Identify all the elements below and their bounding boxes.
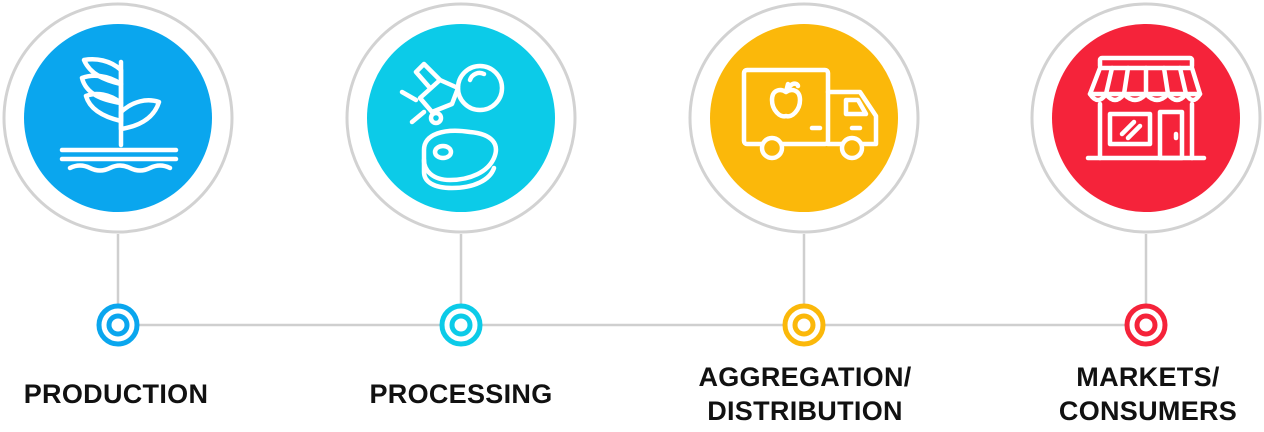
label-processing: PROCESSING (311, 377, 611, 411)
label-line: CONSUMERS (1058, 396, 1238, 426)
stage-aggregation-distribution (688, 2, 920, 234)
label-production: PRODUCTION (0, 377, 266, 411)
delivery-truck-with-apple-icon (741, 67, 879, 161)
label-line: PROCESSING (369, 379, 553, 409)
label-line: PRODUCTION (23, 379, 209, 409)
icon-circle (1052, 24, 1240, 212)
timeline-node-processing (439, 303, 483, 347)
icon-circle (710, 24, 898, 212)
label-markets-consumers: MARKETS/ CONSUMERS (998, 360, 1264, 428)
label-line: AGGREGATION/ (698, 362, 912, 392)
label-aggregation-distribution: AGGREGATION/ DISTRIBUTION (655, 360, 955, 428)
stage-production (2, 2, 234, 234)
timeline-node-production (96, 303, 140, 347)
label-line: MARKETS/ (1076, 362, 1220, 392)
storefront-icon (1085, 55, 1207, 161)
timeline-node-markets-consumers (1124, 303, 1168, 347)
stage-processing (345, 2, 577, 234)
meat-grinder-and-steak-icon (399, 61, 505, 191)
stage-markets-consumers (1030, 2, 1262, 234)
label-line: DISTRIBUTION (707, 396, 903, 426)
icon-circle (367, 24, 555, 212)
timeline-node-aggregation-distribution (782, 303, 826, 347)
sprouting-plant-icon (59, 57, 179, 173)
